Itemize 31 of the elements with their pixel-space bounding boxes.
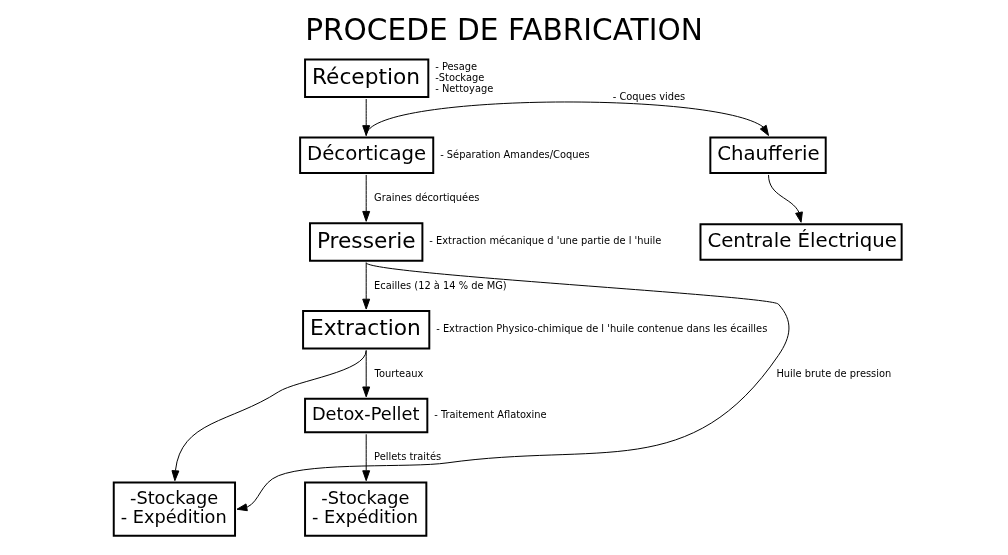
node-label: - Extraction Physico-chimique de l 'huile contenue dans les écailles — [436, 323, 768, 335]
edge-label: - Coques vides — [612, 91, 686, 103]
node-box: Décorticage — [299, 136, 435, 174]
node-label: - Traitement Aflatoxine — [434, 409, 547, 421]
node-box: Chaufferie — [709, 136, 827, 174]
arrow — [362, 98, 371, 136]
node-box: -Stockage - Expédition — [112, 481, 237, 537]
node-box: Detox-Pellet — [304, 397, 429, 434]
arrow — [171, 349, 367, 482]
node-label: - Pesage — [435, 60, 478, 72]
node-label: -Stockage — [435, 71, 485, 83]
arrow — [362, 174, 371, 222]
arrow — [362, 262, 371, 310]
node-box: -Stockage - Expédition — [304, 481, 428, 537]
edge-label: Graines décortiquées — [374, 192, 480, 204]
diagram-title: PROCEDE DE FABRICATION — [305, 12, 703, 47]
node-box: Centrale Électrique — [699, 223, 903, 261]
node-box: Presserie — [309, 222, 424, 262]
node-box: Réception — [304, 58, 430, 99]
node-box: Extraction — [302, 310, 431, 350]
arrow — [362, 433, 371, 482]
arrow — [365, 101, 769, 136]
edge-label: Pellets traités — [374, 451, 442, 463]
node-label: - Séparation Amandes/Coques — [440, 148, 590, 160]
node-label: - Nettoyage — [435, 82, 494, 94]
arrow — [236, 262, 790, 512]
node-label: - Extraction mécanique d 'une partie de l 'huile — [429, 235, 662, 247]
edge-label: Ecailles (12 à 14 % de MG) — [374, 279, 507, 291]
edge-label: Huile brute de pression — [776, 367, 892, 379]
arrow — [768, 174, 803, 223]
edge-label: Tourteaux — [374, 367, 424, 379]
